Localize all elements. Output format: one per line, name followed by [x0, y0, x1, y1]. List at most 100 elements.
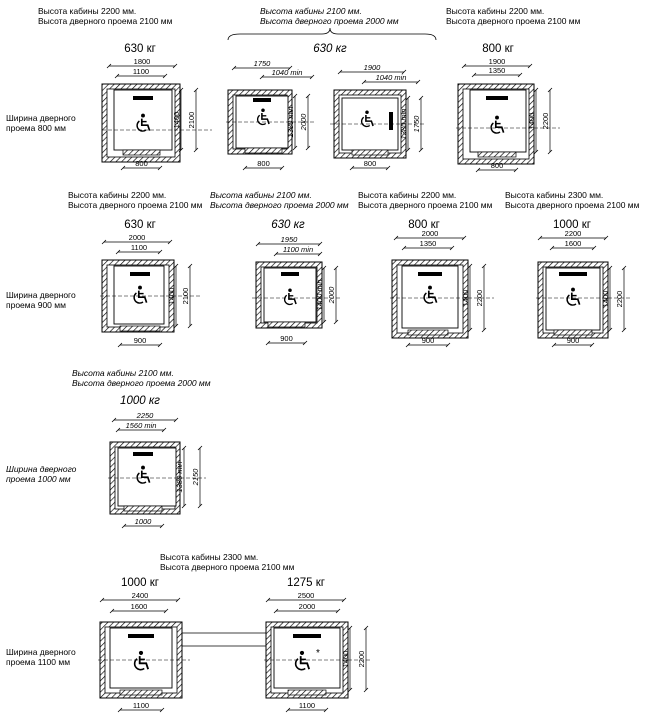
- dimension-tick: [111, 417, 117, 423]
- dimension-label: 1000: [135, 517, 153, 526]
- header-line: Высота дверного проема 2100 мм: [68, 200, 203, 210]
- dimension-tick: [305, 93, 311, 99]
- dimension-tick: [173, 263, 179, 269]
- row-label-line: проема 1100 мм: [6, 657, 71, 667]
- capacity-label: 1000 кг: [553, 219, 591, 231]
- door-sill: [477, 151, 517, 158]
- dimension-tick: [415, 79, 421, 85]
- dimension-label: 1400: [172, 112, 181, 129]
- dimension-tick: [385, 165, 391, 171]
- dimension-tick: [527, 63, 533, 69]
- control-panel: [559, 272, 587, 276]
- control-panel: [293, 634, 321, 638]
- capacity-label: 1000 кг: [120, 395, 160, 407]
- dimension-tick: [99, 597, 105, 603]
- control-panel: [133, 96, 153, 100]
- dimension-tick: [197, 445, 203, 451]
- dimension-tick: [607, 265, 613, 271]
- dimension-tick: [175, 597, 181, 603]
- row-label-line: проема 800 мм: [6, 123, 66, 133]
- dimension-tick: [172, 63, 178, 69]
- dimension-label: 2100: [187, 112, 196, 129]
- dimension-tick: [591, 245, 597, 251]
- header-line: Высота дверного проема 2100 мм: [446, 16, 581, 26]
- header-line: Высота кабины 2200 мм.: [38, 6, 137, 16]
- dimension-label: 1750: [412, 115, 421, 133]
- header-line: Высота дверного проема 2100 мм: [160, 562, 295, 572]
- group-brace: [227, 27, 437, 41]
- dimension-tick: [173, 417, 179, 423]
- dimension-label: 1400: [601, 291, 610, 308]
- control-panel: [253, 98, 271, 102]
- row-label-900: Ширина дверного проема 900 мм: [6, 290, 86, 310]
- dimension-tick: [197, 503, 203, 509]
- dimension-label: 2200: [615, 291, 624, 308]
- dimension-tick: [603, 235, 609, 241]
- dimension-tick: [321, 265, 327, 271]
- header-line: Высота дверного проема 2100 мм: [505, 200, 640, 210]
- capacity-label: 630 кг: [313, 43, 347, 55]
- capacity-label: 1000 кг: [121, 577, 159, 589]
- dimension-label: 2200: [565, 229, 582, 238]
- capacity-label: 630 кг: [124, 43, 156, 55]
- dimension-tick: [449, 245, 455, 251]
- row-label-line: проема 1000 мм: [6, 474, 71, 484]
- dimension-label: 1380 min: [175, 462, 184, 493]
- dimension-label: 1900: [489, 57, 506, 66]
- dimension-tick: [347, 625, 353, 631]
- dimension-tick: [157, 165, 163, 171]
- door-sill: [553, 329, 593, 336]
- dimension-tick: [120, 165, 126, 171]
- dimension-label: 900: [422, 336, 435, 345]
- dimension-tick: [317, 251, 323, 257]
- dimension-tick: [621, 327, 627, 333]
- dimension-label: 1400 min: [315, 280, 324, 311]
- dimension-label: 1350: [420, 239, 437, 248]
- dimension-tick: [467, 327, 473, 333]
- dimension-label: 1100 min: [283, 245, 313, 254]
- dimension-tick: [181, 445, 187, 451]
- control-panel: [130, 272, 150, 276]
- row-label-1100: Ширина дверного проема 1100 мм: [6, 647, 86, 667]
- dimension-tick: [273, 608, 279, 614]
- dimension-label: 1800: [134, 57, 151, 66]
- dimension-label: 1600: [131, 602, 148, 611]
- header-r3: Высота кабины 2100 мм. Высота дверного п…: [72, 368, 211, 388]
- dimension-label: 900: [567, 336, 580, 345]
- dimension-tick: [187, 263, 193, 269]
- door-sill: [351, 149, 389, 156]
- dimension-tick: [333, 319, 339, 325]
- dimension-tick: [461, 235, 467, 241]
- row-label-line: Ширина дверного: [6, 113, 76, 123]
- dimension-label: 1350: [489, 66, 506, 75]
- dimension-tick: [405, 95, 411, 101]
- dimension-label: 2000: [422, 229, 439, 238]
- dimension-tick: [589, 342, 595, 348]
- dimension-tick: [547, 149, 553, 155]
- dimension-tick: [349, 165, 355, 171]
- dimension-tick: [401, 69, 407, 75]
- dimension-label: 2500: [298, 591, 315, 600]
- dimension-tick: [106, 63, 112, 69]
- dimension-label: 2400: [132, 591, 149, 600]
- control-panel: [418, 272, 442, 276]
- dimension-label: 2000: [327, 286, 336, 305]
- dimension-tick: [287, 65, 293, 71]
- dimension-tick: [159, 523, 165, 529]
- dimension-tick: [114, 73, 120, 79]
- dimension-tick: [193, 87, 199, 93]
- dimension-tick: [321, 319, 327, 325]
- dimension-label: 1040 min: [376, 73, 407, 82]
- dimension-label: 2150: [191, 468, 200, 487]
- header-line: Высота дверного проема 2100 мм: [358, 200, 493, 210]
- header-line: Высота кабины 2100 мм.: [210, 190, 312, 200]
- header-line: Высота кабины 2200 мм.: [68, 190, 167, 200]
- dimension-label: 1100: [133, 67, 149, 76]
- header-r2-b: Высота кабины 2100 мм. Высота дверного п…: [210, 190, 349, 210]
- dimension-label: 1100: [133, 701, 149, 710]
- dimension-label: 2200: [541, 113, 550, 130]
- header-r1-right: Высота кабины 2200 мм. Высота дверного п…: [446, 6, 581, 26]
- dimension-tick: [363, 625, 369, 631]
- dimension-tick: [335, 608, 341, 614]
- dimension-label: 800: [364, 159, 377, 168]
